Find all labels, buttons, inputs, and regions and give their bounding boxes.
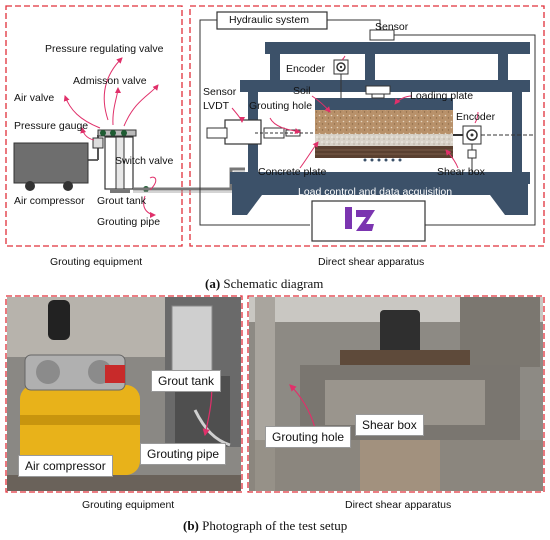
- label-load-control: Load control and data acquisition: [298, 186, 453, 198]
- air-compressor-shape: [13, 142, 98, 191]
- label-sensor-top: Sensor: [375, 21, 409, 33]
- caption-b: (b) Photograph of the test setup: [183, 518, 347, 534]
- label-loading-plate: Loading plate: [410, 90, 474, 102]
- label-shear-box: Shear box: [437, 166, 485, 178]
- photo-direct-shear: [249, 297, 543, 491]
- caption-b-tag: (b): [183, 518, 199, 533]
- label-pressure-regulating-valve: Pressure regulating valve: [45, 43, 164, 55]
- label-concrete-plate: Concrete plate: [258, 166, 327, 178]
- photo-label-grouting-hole: Grouting hole: [265, 426, 352, 448]
- label-pressure-gauge: Pressure gauge: [14, 120, 89, 132]
- subtitle-direct-shear-a: Direct shear apparatus: [318, 256, 425, 268]
- grout-tank-shape: [104, 136, 134, 193]
- subtitle-grouting-equipment-b: Grouting equipment: [82, 499, 175, 511]
- photo-label-air-compressor: Air compressor: [18, 455, 113, 477]
- label-air-valve: Air valve: [14, 92, 55, 104]
- label-lvdt: LVDT: [203, 100, 230, 112]
- label-grouting-pipe: Grouting pipe: [97, 216, 161, 228]
- photo-right-panel: [247, 295, 545, 493]
- grouting-equipment-panel: [5, 5, 183, 247]
- label-grout-tank: Grout tank: [97, 195, 147, 207]
- subtitle-direct-shear-b: Direct shear apparatus: [345, 499, 452, 511]
- label-grouting-hole: Grouting hole: [249, 100, 313, 112]
- label-hydraulic-system: Hydraulic system: [229, 14, 309, 26]
- caption-a-text: Schematic diagram: [220, 276, 324, 291]
- direct-shear-panel: [189, 5, 545, 247]
- label-encoder-top: Encoder: [286, 63, 326, 75]
- label-air-compressor: Air compressor: [14, 195, 85, 207]
- label-switch-valve: Switch valve: [115, 155, 174, 167]
- photo-label-grouting-pipe: Grouting pipe: [140, 443, 227, 465]
- photo-left-panel: [5, 295, 243, 493]
- label-encoder-right: Encoder: [456, 111, 496, 123]
- label-admission-valve: Admisson valve: [73, 75, 147, 87]
- subtitle-grouting-equipment-a: Grouting equipment: [50, 256, 143, 268]
- soil-layer: [315, 110, 453, 134]
- grouting-pipe-line: [133, 167, 245, 191]
- logo-icon: [345, 207, 375, 231]
- caption-b-text: Photograph of the test setup: [198, 518, 348, 533]
- load-control-box: [311, 200, 426, 242]
- caption-a: (a) Schematic diagram: [205, 276, 323, 292]
- photo-label-shear-box: Shear box: [355, 414, 424, 436]
- label-sensor-left: Sensor: [203, 86, 237, 98]
- photo-grouting-equipment: [7, 297, 241, 491]
- caption-a-tag: (a): [205, 276, 221, 291]
- shear-frame: [230, 42, 530, 215]
- valve-cluster: [92, 129, 137, 149]
- label-soil: Soil: [293, 85, 311, 97]
- concrete-plate: [315, 134, 453, 146]
- photo-label-grout-tank: Grout tank: [151, 370, 222, 392]
